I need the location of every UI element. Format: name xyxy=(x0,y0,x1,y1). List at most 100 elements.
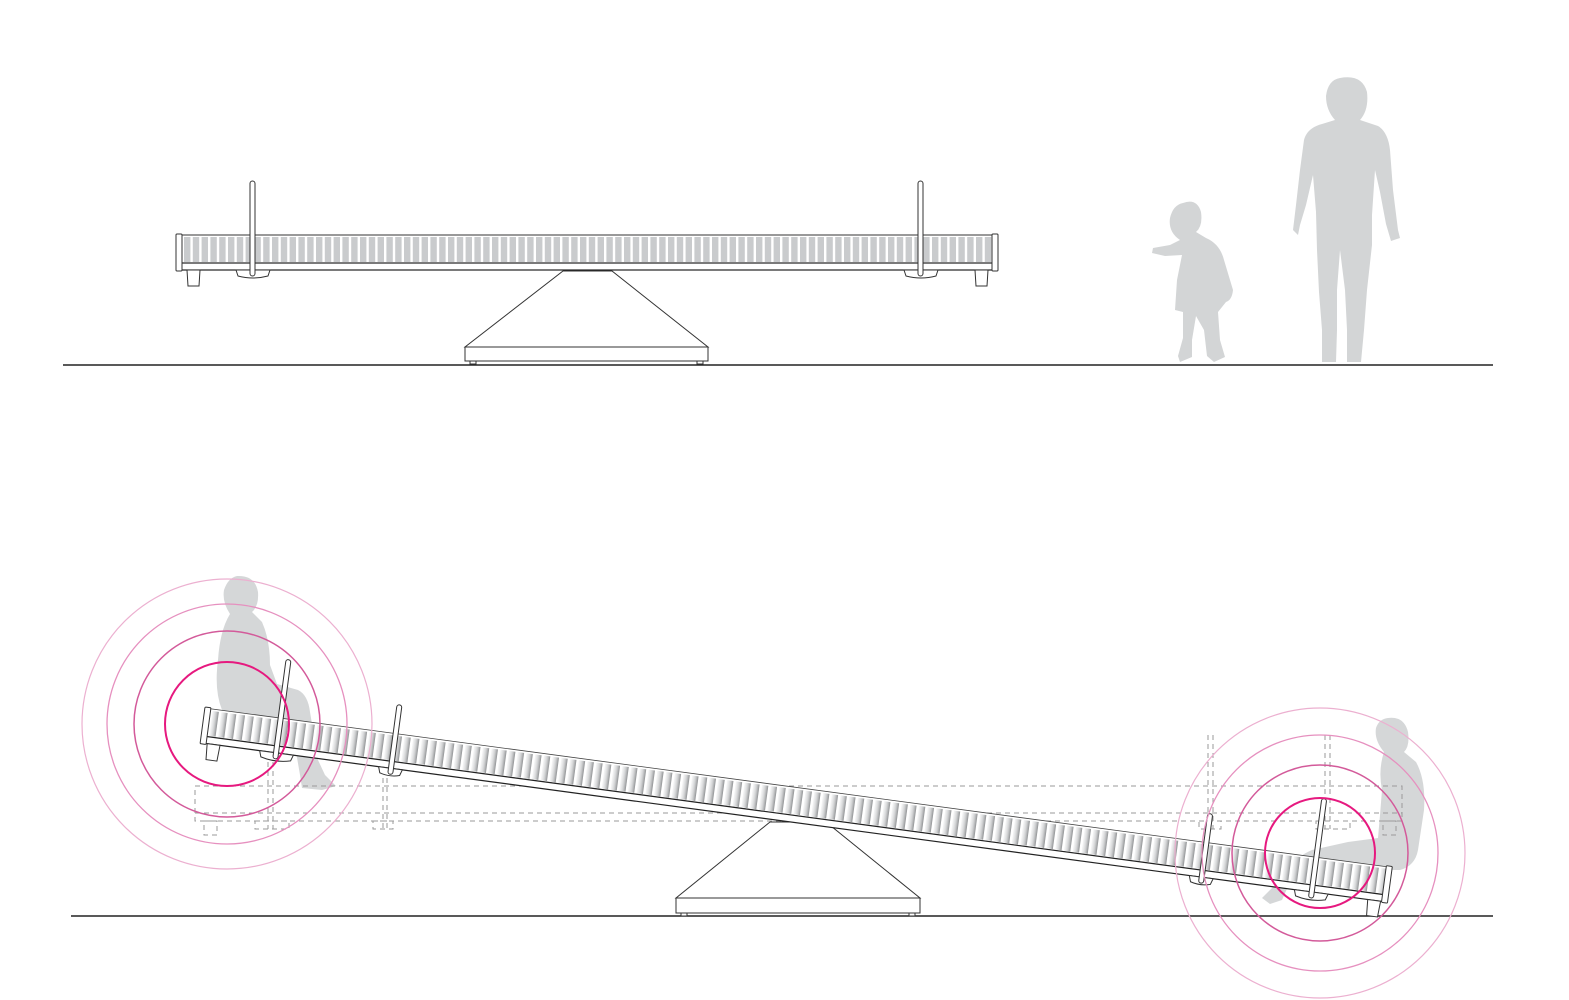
slat xyxy=(870,237,877,262)
slat xyxy=(340,728,350,755)
slat xyxy=(837,795,847,822)
slat xyxy=(1142,836,1153,863)
slat xyxy=(287,721,298,748)
handle-right xyxy=(917,180,924,277)
slat xyxy=(444,742,455,769)
slat xyxy=(435,741,446,768)
slat xyxy=(950,810,961,837)
slat xyxy=(688,775,699,802)
slat xyxy=(872,800,882,826)
slat xyxy=(906,804,917,831)
slat xyxy=(421,237,428,262)
slat xyxy=(235,714,246,741)
slat xyxy=(360,237,367,262)
slat xyxy=(668,237,675,262)
slat xyxy=(1159,838,1170,865)
slat xyxy=(852,237,860,262)
slat xyxy=(1133,835,1144,861)
slat xyxy=(941,809,952,836)
slat xyxy=(844,237,851,262)
slat xyxy=(474,237,481,262)
slat xyxy=(958,237,965,262)
slat xyxy=(940,237,948,262)
slat xyxy=(650,237,657,262)
slat xyxy=(976,237,983,262)
slat xyxy=(465,237,472,262)
slat xyxy=(905,237,912,262)
pivot-base-bottom xyxy=(674,821,922,917)
slat xyxy=(497,749,507,776)
slat xyxy=(1090,829,1100,855)
slat xyxy=(880,801,891,827)
slat xyxy=(322,726,333,752)
slat xyxy=(888,237,895,262)
slat xyxy=(694,237,701,262)
seesaw-board-level xyxy=(175,180,999,287)
slat xyxy=(549,756,560,783)
slat xyxy=(863,798,873,825)
slat xyxy=(1029,821,1039,847)
slat xyxy=(949,237,956,262)
handle-tilted-2 xyxy=(387,704,403,775)
slat xyxy=(697,776,708,803)
slat xyxy=(316,237,323,262)
slat xyxy=(782,237,789,262)
slat xyxy=(606,237,613,262)
slat xyxy=(226,713,237,740)
slat xyxy=(430,237,437,262)
slat xyxy=(773,237,780,262)
slat xyxy=(1316,859,1327,886)
slat xyxy=(562,237,569,262)
slat xyxy=(835,237,842,262)
slat xyxy=(636,768,647,795)
slat xyxy=(1255,851,1266,878)
slat xyxy=(1299,857,1310,884)
slat xyxy=(659,237,666,262)
slat xyxy=(228,237,235,262)
slat xyxy=(826,237,833,262)
slat xyxy=(923,237,930,262)
level-view xyxy=(63,77,1493,366)
slat xyxy=(898,803,908,830)
slat xyxy=(509,237,516,262)
slat xyxy=(254,237,261,262)
slat xyxy=(933,808,943,834)
slat xyxy=(1072,827,1083,853)
slat xyxy=(272,237,279,262)
slat xyxy=(1011,818,1022,845)
slat xyxy=(685,237,692,262)
slat xyxy=(527,237,534,262)
slat xyxy=(1273,853,1283,880)
slat xyxy=(531,754,542,781)
slat xyxy=(580,237,587,262)
slat xyxy=(1151,837,1161,864)
slat xyxy=(985,815,996,841)
slat xyxy=(854,797,865,824)
slat xyxy=(729,237,736,262)
motion-rings-right xyxy=(1174,707,1466,999)
slat xyxy=(1186,842,1196,868)
slat xyxy=(278,720,289,747)
slat xyxy=(817,237,824,262)
slat xyxy=(1168,839,1179,866)
slat xyxy=(209,711,219,737)
slat xyxy=(715,778,725,805)
board-slats xyxy=(184,237,992,262)
slat xyxy=(1281,855,1292,881)
slat xyxy=(418,739,429,765)
slat xyxy=(518,237,525,262)
slat xyxy=(439,237,446,262)
slat xyxy=(584,761,594,788)
slat xyxy=(453,743,464,770)
slat xyxy=(810,791,821,818)
slat xyxy=(1220,846,1231,873)
slat xyxy=(324,237,332,262)
slat xyxy=(747,237,754,262)
slat xyxy=(1020,819,1030,846)
slat xyxy=(536,237,543,262)
slat xyxy=(280,237,288,262)
foot-left xyxy=(186,269,201,287)
slat xyxy=(357,730,368,757)
slat xyxy=(456,237,464,262)
